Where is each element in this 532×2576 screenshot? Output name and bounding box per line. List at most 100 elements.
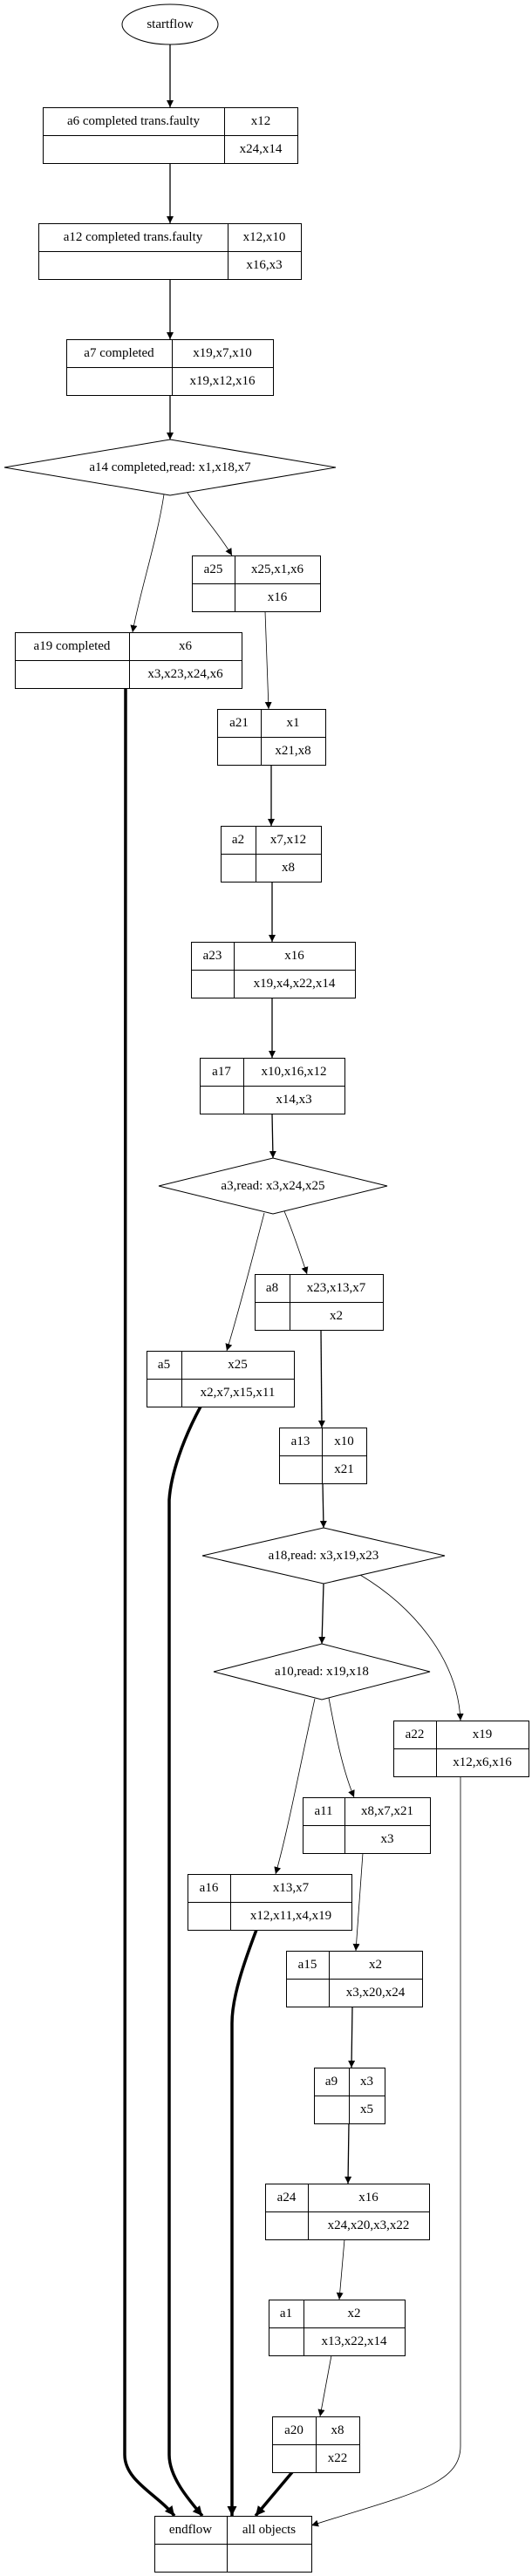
- node-startflow[interactable]: startflow: [121, 3, 219, 45]
- decision-label: a14 completed,read: x1,x18,x7: [89, 460, 251, 474]
- edge-a8-a13: [317, 1329, 325, 1428]
- record-row2-value: x5: [360, 2102, 373, 2116]
- record-row1-value: x16: [358, 2191, 379, 2205]
- decision-diamond: [158, 1157, 388, 1215]
- record-label: a1: [280, 2307, 292, 2320]
- start-ellipse: [121, 3, 219, 45]
- record-row1-value: x25,x1,x6: [251, 562, 304, 576]
- node-a12[interactable]: a12 completed trans.faulty x12,x10 x16,x3: [38, 223, 302, 280]
- edge-a15-a9: [348, 2006, 356, 2068]
- node-a24[interactable]: a24 x16 x24,x20,x3,x22: [265, 2184, 430, 2240]
- edge-a10-a11: [328, 1697, 355, 1798]
- edge-a18-a10: [318, 1583, 326, 1645]
- edge-a13-a18: [319, 1482, 327, 1529]
- node-a14[interactable]: a14 completed,read: x1,x18,x7: [3, 439, 337, 496]
- edges-layer: [123, 44, 464, 2527]
- record-label: a2: [232, 833, 244, 847]
- node-a18[interactable]: a18,read: x3,x19,x23: [201, 1527, 446, 1584]
- record-row2-value: x12,x6,x16: [453, 1755, 512, 1769]
- record-label: a8: [266, 1281, 278, 1295]
- record-label: a15: [298, 1958, 317, 1972]
- record-row1-value: x12,x10: [243, 230, 286, 244]
- node-a1[interactable]: a1 x2 x13,x22,x14: [269, 2300, 406, 2356]
- record-row1-value: x19,x7,x10: [193, 346, 252, 360]
- record-row2-value: x14,x3: [276, 1093, 311, 1107]
- edge-a24-a1: [336, 2239, 345, 2300]
- node-a10[interactable]: a10,read: x19,x18: [213, 1643, 431, 1700]
- record-row1-value: x16: [284, 949, 304, 963]
- record-row1-value: x25: [228, 1358, 248, 1372]
- record-label: a21: [229, 716, 249, 730]
- record-row1-value: x10: [334, 1435, 354, 1448]
- record-label: a17: [212, 1065, 231, 1079]
- record-row1-value: x8,x7,x21: [361, 1804, 413, 1818]
- nodes-layer: startflow a6 completed trans.faulty x12 x24…: [3, 3, 529, 2573]
- record-row2-value: x8: [282, 861, 295, 875]
- record-row2-value: x13,x22,x14: [322, 2334, 388, 2348]
- decision-diamond: [213, 1643, 431, 1700]
- record-row2-value: x24,x20,x3,x22: [328, 2218, 410, 2232]
- node-a17[interactable]: a17 x10,x16,x12 x14,x3: [200, 1058, 345, 1114]
- edge-a14-a19: [130, 494, 165, 633]
- edge-a3-a5: [225, 1212, 265, 1352]
- start-label: startflow: [147, 17, 193, 31]
- record-label: a23: [203, 949, 222, 963]
- edge-a11-a15: [352, 1852, 364, 1952]
- edge-a22-endflow: [310, 1776, 461, 2527]
- record-label: a24: [277, 2191, 297, 2205]
- record-row1-value: x13,x7: [273, 1881, 310, 1895]
- record-row1-value: x19: [473, 1728, 493, 1741]
- edge-a10-a16: [274, 1698, 316, 1875]
- record-label: a13: [291, 1435, 310, 1448]
- record-row2-value: x16,x3: [246, 258, 282, 272]
- edge-a18-a22: [359, 1574, 464, 1721]
- record-label: a22: [406, 1728, 425, 1741]
- record-row2-value: x3,x20,x24: [346, 1986, 406, 2000]
- record-label: a7 completed: [84, 346, 154, 360]
- node-a6[interactable]: a6 completed trans.faulty x12 x24,x14: [43, 107, 298, 164]
- edge-a25-a21: [264, 610, 272, 710]
- record-label: a5: [158, 1358, 170, 1372]
- record-row2-value: x22: [328, 2451, 348, 2465]
- record-label: a11: [314, 1804, 332, 1818]
- record-label: a25: [204, 562, 223, 576]
- record-row2-value: x24,x14: [240, 142, 283, 156]
- node-a16[interactable]: a16 x13,x7 x12,x11,x4,x19: [188, 1874, 352, 1931]
- record-row2-value: x3,x23,x24,x6: [147, 667, 223, 681]
- record-row1-value: x12: [251, 114, 271, 128]
- record-label: a16: [200, 1881, 219, 1895]
- record-row1-value: x23,x13,x7: [307, 1281, 366, 1295]
- record-label: a6 completed trans.faulty: [67, 114, 201, 128]
- node-a3[interactable]: a3,read: x3,x24,x25: [158, 1157, 388, 1215]
- record-row2-value: x12,x11,x4,x19: [250, 1909, 331, 1923]
- record-label: a9: [325, 2075, 338, 2089]
- record-row1-value: x10,x16,x12: [262, 1065, 327, 1079]
- edge-a3-a8: [283, 1210, 309, 1275]
- edge-a1-a20: [317, 2355, 332, 2417]
- record-label: a12 completed trans.faulty: [64, 230, 203, 244]
- record-label: a19 completed: [34, 639, 111, 653]
- record-row1-value: x2: [348, 2307, 361, 2320]
- edge-a19-endflow: [123, 687, 176, 2518]
- edge-a20-endflow: [254, 2470, 294, 2518]
- record-row2-value: x21,x8: [275, 744, 310, 758]
- decision-label: a10,read: x19,x18: [275, 1665, 369, 1679]
- edge-a14-a25: [187, 492, 233, 556]
- node-a22[interactable]: a22 x19 x12,x6,x16: [393, 1721, 529, 1777]
- record-label: endflow: [169, 2523, 212, 2537]
